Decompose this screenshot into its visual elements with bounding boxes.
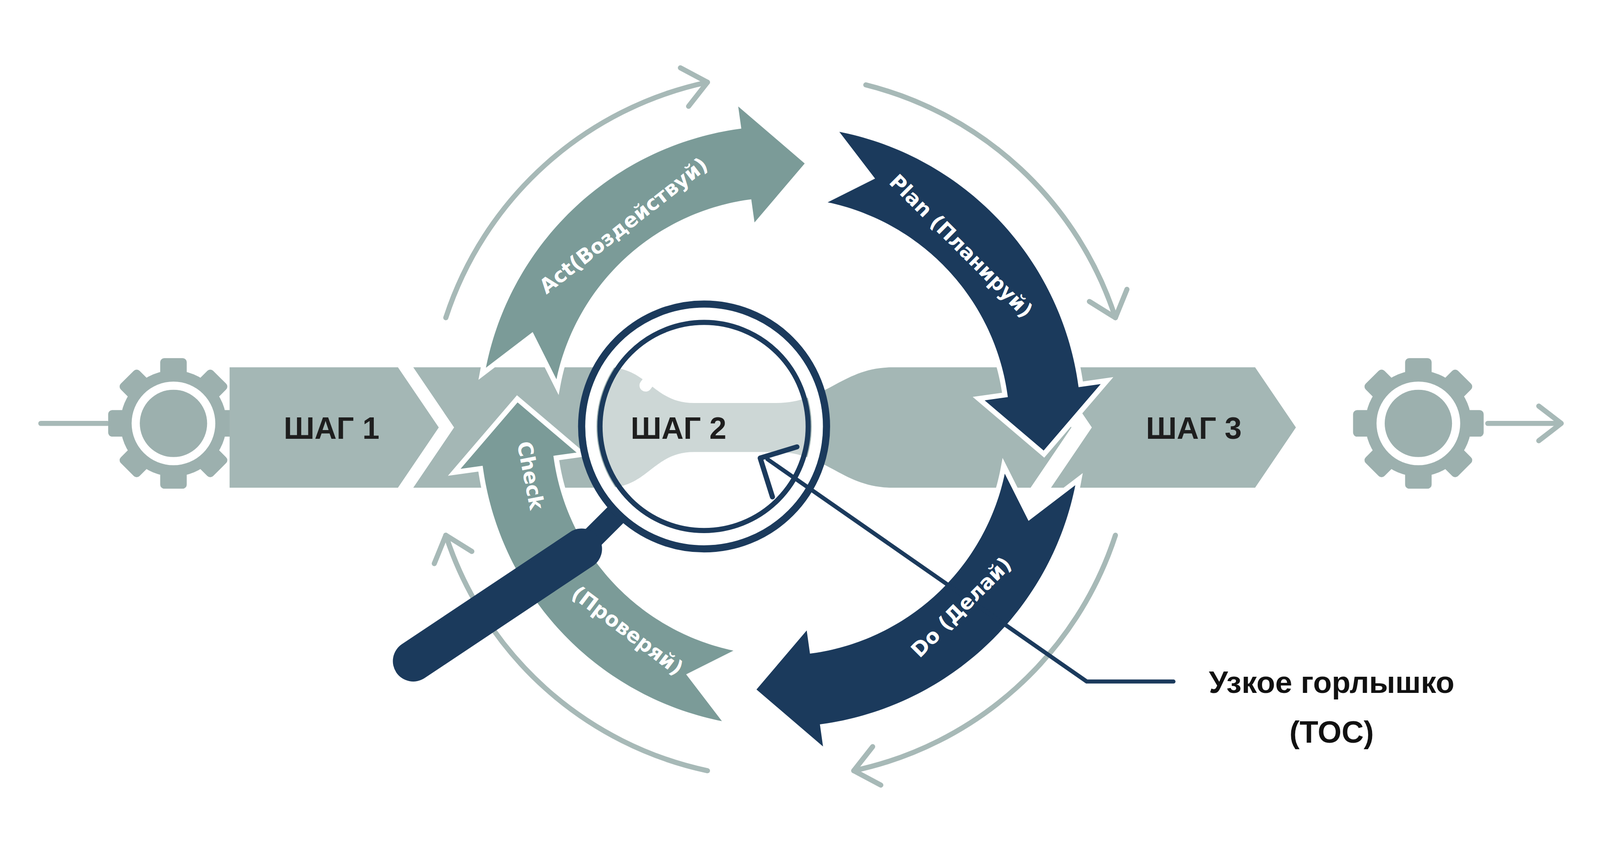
cycle-arrowhead xyxy=(853,746,881,786)
magnifier-rim xyxy=(590,313,818,540)
step-chevron-shape xyxy=(229,367,439,488)
input-line xyxy=(40,420,107,427)
step-label: ШАГ 2 xyxy=(630,411,727,446)
step-label: ШАГ 3 xyxy=(1145,411,1242,446)
output-line xyxy=(1487,420,1560,427)
lens-highlight xyxy=(645,355,702,386)
output-arrowhead xyxy=(1538,406,1562,441)
leader-arrowhead xyxy=(760,446,797,497)
callout-label: Узкое горлышко (TOC) xyxy=(1173,657,1490,758)
step-label: ШАГ 1 xyxy=(283,411,380,446)
cycle-arrowhead xyxy=(680,67,708,107)
pdca-arrow-shape xyxy=(454,398,742,725)
magnifier-rim xyxy=(581,303,827,549)
gear-symbol xyxy=(108,358,239,489)
magnifier-lens xyxy=(600,322,809,531)
step-chevron: ШАГ 1 xyxy=(229,367,445,488)
cycle-arrowhead xyxy=(1089,289,1128,318)
cycle-arrowhead xyxy=(434,535,473,564)
gear-symbol xyxy=(1353,358,1484,489)
pdca-arrow-shape xyxy=(752,465,1080,753)
pdca-arrow-shape xyxy=(482,100,809,387)
pdca-arrow-shape xyxy=(820,127,1107,455)
